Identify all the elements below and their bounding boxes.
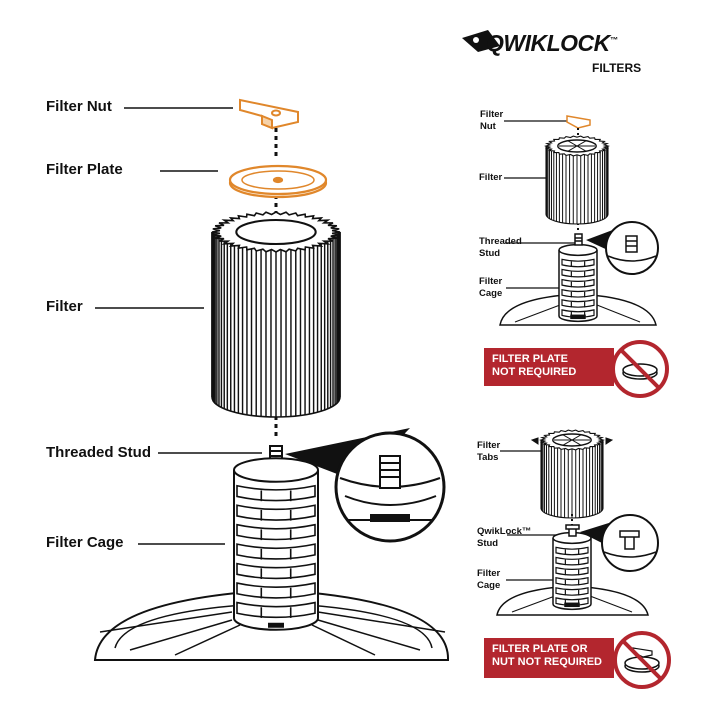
label-filter: Filter — [46, 298, 83, 315]
panel1-banner-line1: FILTER PLATE — [492, 353, 568, 365]
main-filter-plate-icon — [228, 164, 328, 199]
panel1-leader-lines — [504, 120, 575, 289]
panel1-label-filter-cage: Filter Cage — [479, 276, 502, 300]
panel1-threaded-stud-icon — [574, 233, 583, 246]
panel2-label-filter-cage-line2: Cage — [477, 580, 501, 591]
panel2-filter-icon — [530, 429, 614, 519]
panel2-label-qwiklock-stud-line1: QwikLock™ — [477, 526, 532, 537]
panel2-label-qwiklock-stud: QwikLock™ Stud — [477, 526, 531, 550]
panel1-label-filter-nut-line1: Filter — [480, 109, 504, 120]
brand-subtitle: FILTERS — [592, 61, 642, 75]
brand-tm: ™ — [609, 35, 618, 45]
panel1-banner-line2: NOT REQUIRED — [492, 366, 577, 378]
panel1-label-threaded-stud-line2: Stud — [479, 248, 501, 259]
panel2-banner: FILTER PLATE OR NUT NOT REQUIRED — [484, 638, 614, 678]
panel2-label-filter-tabs-line1: Filter — [477, 440, 501, 451]
panel1-label-threaded-stud: Threaded Stud — [479, 236, 522, 260]
panel2-label-filter-cage: Filter Cage — [477, 568, 500, 592]
panel2-label-filter-cage-line1: Filter — [477, 568, 501, 579]
panel2-label-filter-tabs: Filter Tabs — [477, 440, 500, 464]
panel1-label-filter-nut: Filter Nut — [480, 109, 503, 133]
panel1-filter-nut-icon — [566, 115, 591, 129]
label-filter-plate: Filter Plate — [46, 161, 123, 178]
panel2-banner-line2: NUT NOT REQUIRED — [492, 656, 602, 668]
label-filter-nut: Filter Nut — [46, 98, 112, 115]
main-zoom-callout-icon — [285, 428, 446, 543]
panel2-qwiklock-stud-icon — [565, 524, 580, 537]
panel1-zoom-callout-icon — [586, 221, 659, 275]
panel2-filter-cage-icon — [552, 531, 592, 611]
panel1-label-filter-cage-line1: Filter — [479, 276, 503, 287]
panel1-label-filter-cage-line2: Cage — [479, 288, 503, 299]
main-filter-icon — [211, 211, 341, 418]
main-filter-cage-icon — [233, 457, 319, 631]
main-filter-nut-icon — [239, 98, 299, 130]
main-leader-lines — [95, 107, 262, 545]
panel1-banner: FILTER PLATE NOT REQUIRED — [484, 348, 614, 386]
panel1-filter-icon — [543, 135, 611, 225]
label-filter-cage: Filter Cage — [46, 534, 124, 551]
panel2-zoom-callout-icon — [580, 514, 659, 572]
panel2-banner-line1: FILTER PLATE OR — [492, 643, 588, 655]
label-threaded-stud: Threaded Stud — [46, 444, 152, 461]
panel1-label-filter-nut-line2: Nut — [480, 121, 496, 132]
panel1-label-filter: Filter — [479, 172, 503, 183]
panel2-label-filter-tabs-line2: Tabs — [477, 452, 499, 463]
panel1-filter-cage-icon — [558, 243, 598, 323]
brand-name: QWIKLOCK™ — [486, 30, 618, 56]
panel1-label-threaded-stud-line1: Threaded — [479, 236, 522, 247]
panel1-no-plate-icon — [611, 340, 669, 398]
panel2-no-plate-nut-icon — [613, 631, 671, 689]
panel2-label-qwiklock-stud-line2: Stud — [477, 538, 499, 549]
qwiklock-logo-icon — [462, 30, 500, 52]
